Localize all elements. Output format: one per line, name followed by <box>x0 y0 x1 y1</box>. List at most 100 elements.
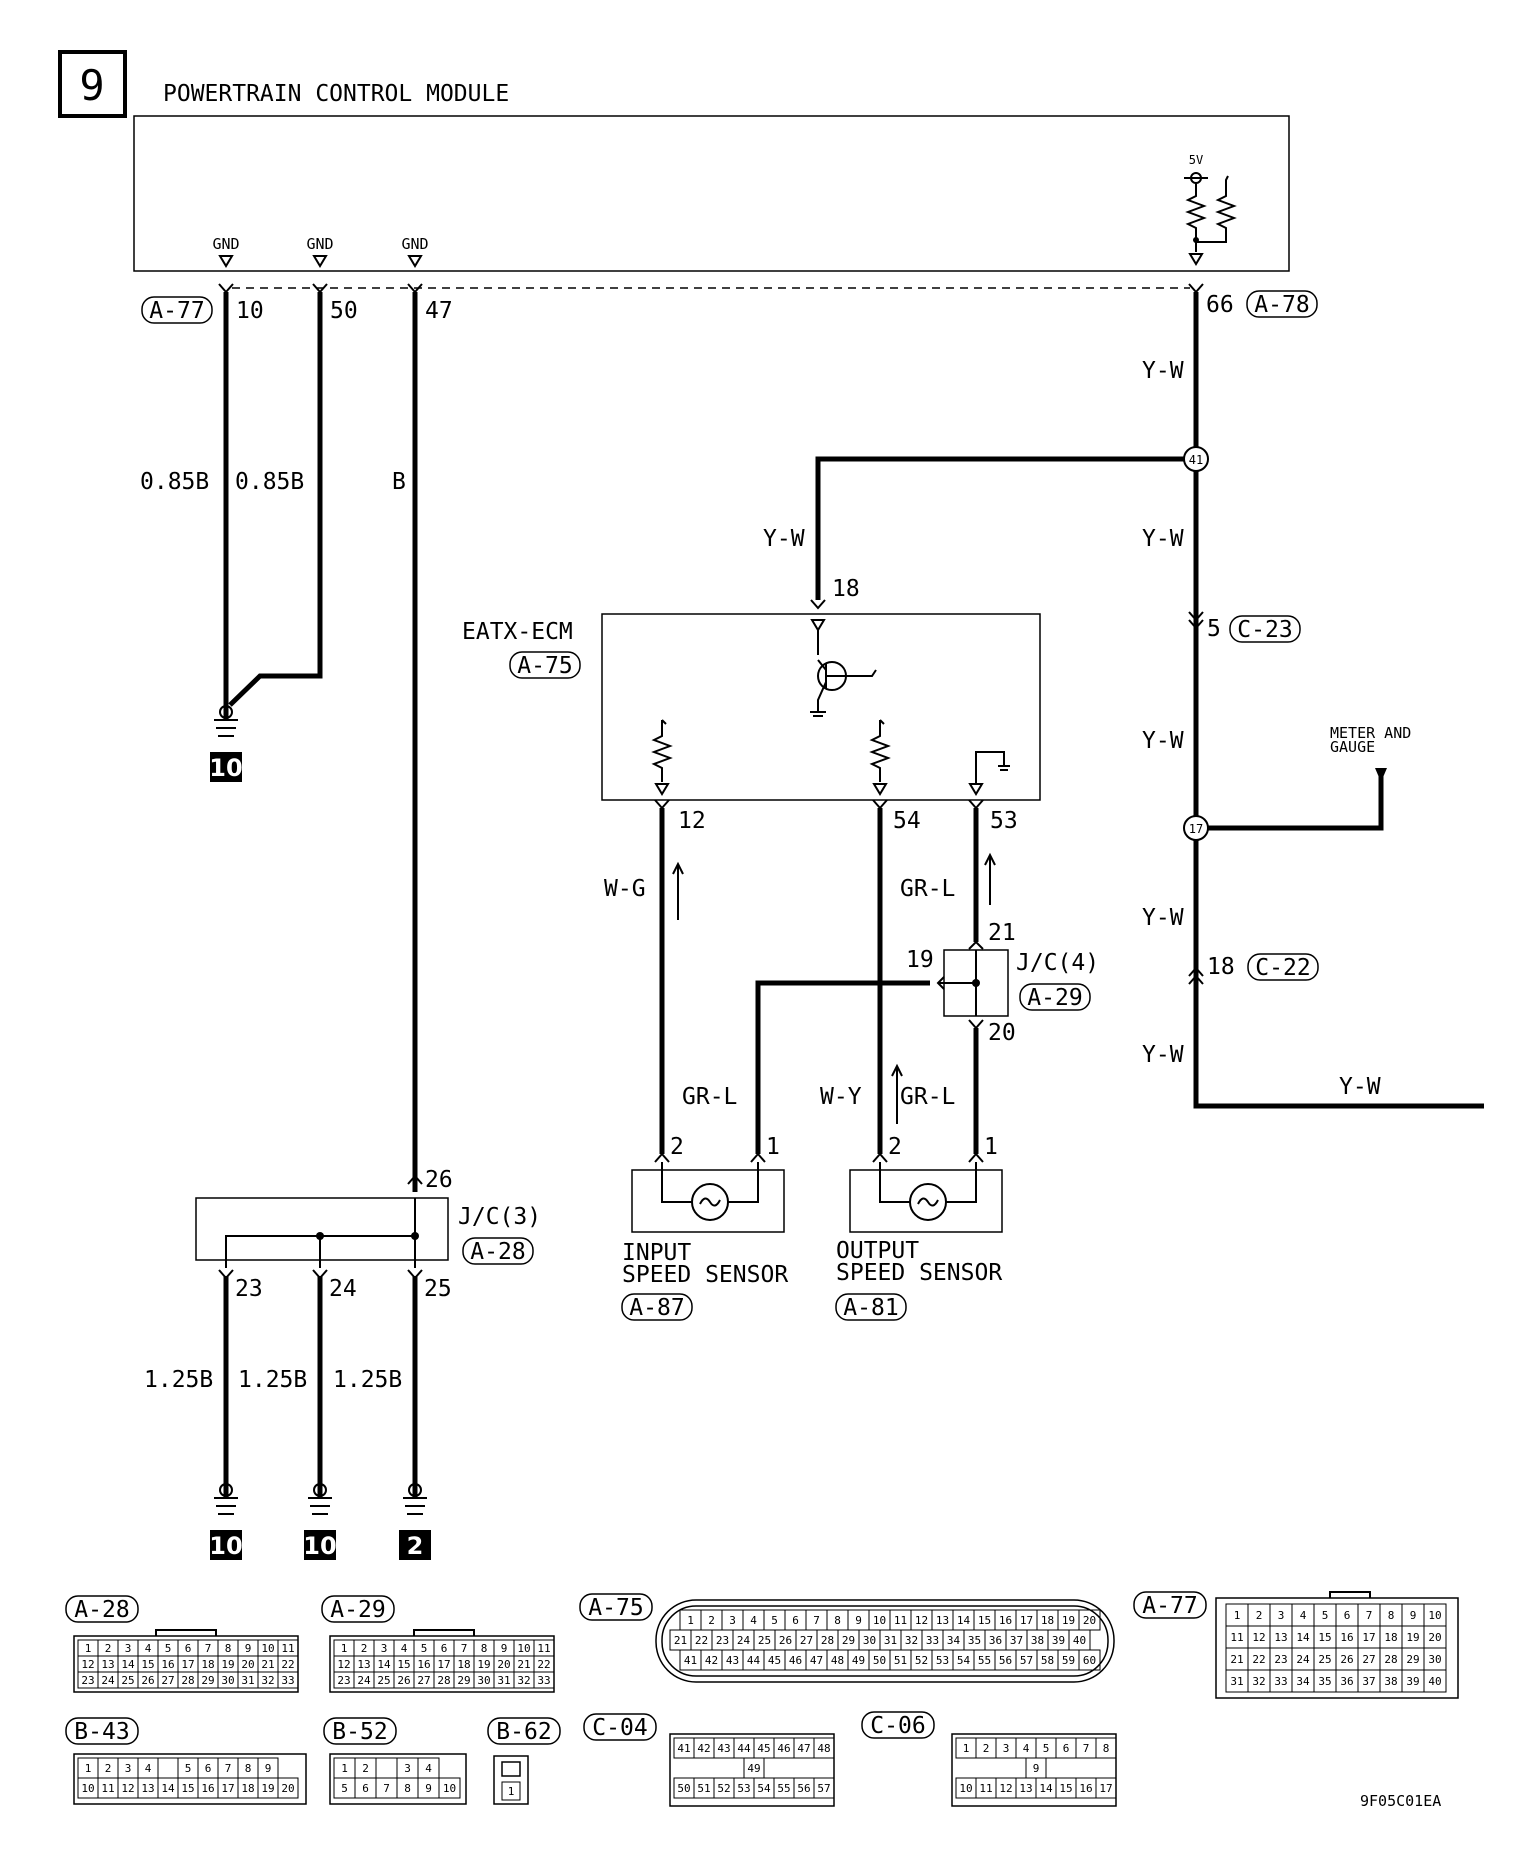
connector-pin-cell <box>501 1781 521 1801</box>
connector-pin-number: 32 <box>261 1674 274 1687</box>
connector-pin-number: 10 <box>261 1642 274 1655</box>
conn-b62-cells: 1 <box>501 1781 521 1801</box>
connector-pin-number: 25 <box>1318 1653 1331 1666</box>
connector-pin-number: 31 <box>497 1674 510 1687</box>
connector-pin-number: 26 <box>397 1674 410 1687</box>
splice-17 <box>1183 815 1209 841</box>
connector-pin-number: 28 <box>437 1674 450 1687</box>
connector-pin-number: 60 <box>1083 1654 1096 1667</box>
connector-pin-number: 30 <box>221 1674 234 1687</box>
connector-pin-number: 4 <box>1023 1742 1030 1755</box>
connector-pin-number: 29 <box>457 1674 470 1687</box>
arrow-up-wy <box>891 1063 903 1124</box>
connector-pin-number: 17 <box>437 1658 450 1671</box>
conn-b43-face-tag <box>65 1717 139 1745</box>
connector-pin-number: 6 <box>792 1614 799 1627</box>
connector-pin-number: 4 <box>750 1614 757 1627</box>
jc3-pin-23: 23 <box>235 1276 263 1302</box>
connector-pin-number: 58 <box>1041 1654 1054 1667</box>
connector-pin-number: 52 <box>717 1782 730 1795</box>
connector-pin-number: 36 <box>1340 1675 1353 1688</box>
connector-pin-number: 3 <box>125 1642 132 1655</box>
connector-pin-number: 23 <box>716 1634 729 1647</box>
connector-pin-number: 21 <box>261 1658 274 1671</box>
eatx-conn: A-75 <box>517 653 572 679</box>
wire-label-yw-2: Y-W <box>763 526 805 552</box>
connector-pin-number: 42 <box>705 1654 718 1667</box>
connector-pin-number: 12 <box>999 1782 1012 1795</box>
connector-pin-number: 3 <box>1003 1742 1010 1755</box>
connector-pin-number: 37 <box>1362 1675 1375 1688</box>
conn-a29-face-label: A-29 <box>330 1597 385 1623</box>
ground-symbol-1: 10 <box>209 705 243 782</box>
connector-pin-number: 16 <box>161 1658 174 1671</box>
connector-pin-number: 7 <box>461 1642 468 1655</box>
connector-pin-number: 1 <box>1234 1609 1241 1622</box>
connector-pin-number: 3 <box>125 1762 132 1775</box>
input-pin-2: 2 <box>670 1134 684 1160</box>
connector-pin-number: 9 <box>265 1762 272 1775</box>
pcm-pullup-resistor: 5V <box>1184 153 1237 266</box>
connector-pin-number: 13 <box>1019 1782 1032 1795</box>
connector-pin-number: 32 <box>517 1674 530 1687</box>
pin-66: 66 <box>1206 292 1234 318</box>
connector-pin-number: 15 <box>1318 1631 1331 1644</box>
wire-jc4-pin19 <box>755 980 930 1154</box>
jc3-conn: A-28 <box>470 1239 525 1265</box>
connector-pin-number: 12 <box>337 1658 350 1671</box>
c22-pin-18: 18 <box>1207 954 1235 980</box>
connector-pin-number: 9 <box>855 1614 862 1627</box>
jc3-box <box>195 1197 449 1261</box>
conn-b62-face <box>493 1755 529 1805</box>
connector-pin-number: 25 <box>377 1674 390 1687</box>
connector-pin-number: 41 <box>677 1742 690 1755</box>
connector-pin-number: 44 <box>737 1742 751 1755</box>
connector-pin-number: 38 <box>1384 1675 1397 1688</box>
eatx-name: EATX-ECM <box>462 619 573 645</box>
connector-pin-number: 10 <box>959 1782 972 1795</box>
connector-pin-number: 14 <box>1296 1631 1310 1644</box>
connector-pin-number: 46 <box>777 1742 790 1755</box>
connector-pin-number: 13 <box>357 1658 370 1671</box>
connector-pin-number: 7 <box>225 1762 232 1775</box>
connector-pin-number: 16 <box>999 1614 1012 1627</box>
connector-pin-number: 47 <box>797 1742 810 1755</box>
diagram-code: 9F05C01EA <box>1360 1792 1441 1810</box>
connector-pin-number: 2 <box>361 1642 368 1655</box>
ground-ref-1: 10 <box>209 754 242 782</box>
connector-pin-number: 35 <box>968 1634 981 1647</box>
connector-pin-cell <box>533 1671 555 1689</box>
conn-c04-face-tag <box>583 1713 657 1741</box>
connector-pin-number: 21 <box>1230 1653 1243 1666</box>
connector-pin-cell <box>375 1757 398 1779</box>
connector-pin-number: 28 <box>181 1674 194 1687</box>
connector-pin-number: 28 <box>1384 1653 1397 1666</box>
connector-pin-number: 9 <box>245 1642 252 1655</box>
connector-pin-number: 48 <box>831 1654 844 1667</box>
connector-pin-number: 12 <box>81 1658 94 1671</box>
connector-pin-number: 3 <box>404 1762 411 1775</box>
output-pin-2: 2 <box>888 1134 902 1160</box>
connector-pin-number: 43 <box>717 1742 730 1755</box>
ground-ref-3: 10 <box>303 1532 336 1560</box>
connector-pin-cell <box>1095 1737 1117 1759</box>
input-sensor-conn: A-87 <box>629 1295 684 1321</box>
connector-pin-number: 6 <box>362 1782 369 1795</box>
connector-pin-number: 15 <box>397 1658 410 1671</box>
connector-pin-number: 57 <box>817 1782 830 1795</box>
connector-pin-number: 1 <box>85 1642 92 1655</box>
connector-pin-number: 43 <box>726 1654 739 1667</box>
connector-pin-number: 59 <box>1062 1654 1075 1667</box>
conn-b43-face-label: B-43 <box>74 1719 129 1745</box>
connector-pin-number: 24 <box>1296 1653 1310 1666</box>
connector-pin-number: 29 <box>201 1674 214 1687</box>
connector-pin-number: 6 <box>185 1642 192 1655</box>
connector-pin-number: 12 <box>121 1782 134 1795</box>
conn-c06-face <box>951 1733 1117 1807</box>
connector-pin-number: 20 <box>241 1658 254 1671</box>
eatx-box <box>601 613 1041 801</box>
connector-pin-number: 27 <box>417 1674 430 1687</box>
wire-label-yw-6: Y-W <box>1142 1042 1184 1068</box>
